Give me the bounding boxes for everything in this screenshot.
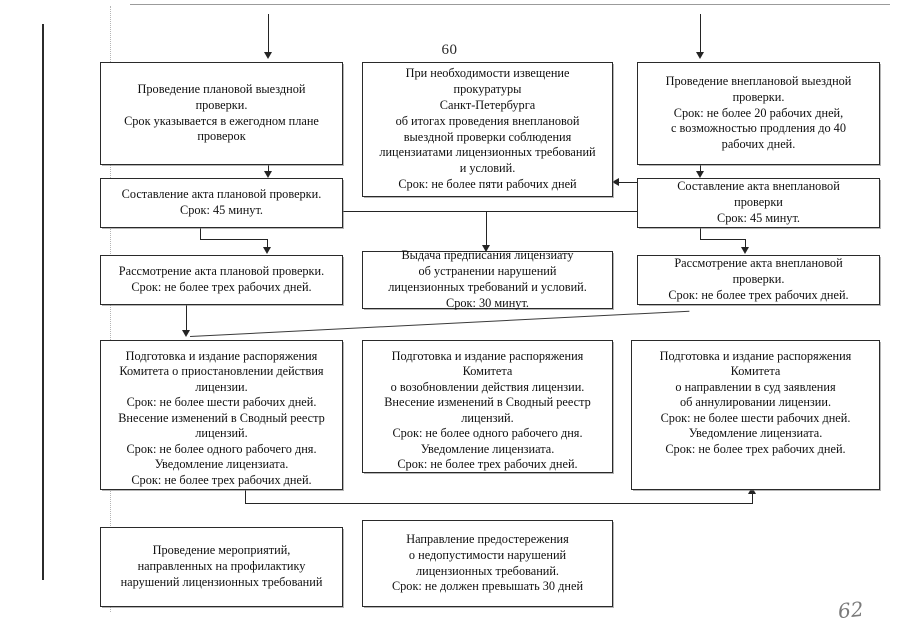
node-prosecutor-notice-text: При необходимости извещение прокуратуры … xyxy=(379,65,596,192)
edge-unplanned-review-to-suspension xyxy=(190,310,690,338)
edge-planned-act-to-review xyxy=(267,239,269,249)
node-license-resumption[interactable]: Подготовка и издание распоряжения Комите… xyxy=(362,340,613,473)
node-license-suspension-text: Подготовка и издание распоряжения Комите… xyxy=(118,349,325,487)
arrowhead-annulment-icon xyxy=(748,487,756,494)
node-warning-notice[interactable]: Направление предостережения о недопустим… xyxy=(362,520,613,607)
edge-suspension-drop xyxy=(245,490,247,504)
edge-unplanned-act-drop xyxy=(700,228,702,240)
edge-entry-right xyxy=(700,14,702,54)
edge-act-to-prosecutor xyxy=(619,182,638,184)
node-unplanned-inspection-text: Проведение внеплановой выездной проверки… xyxy=(665,73,852,152)
edge-unplanned-to-act xyxy=(700,165,702,173)
arrowhead-act-to-prosecutor-icon xyxy=(612,178,619,186)
node-license-suspension[interactable]: Подготовка и издание распоряжения Комите… xyxy=(100,340,343,490)
edge-unplanned-act-elbow xyxy=(700,239,746,241)
node-planned-act-drafting-text: Составление акта плановой проверки. Срок… xyxy=(121,187,322,217)
node-planned-act-review-text: Рассмотрение акта плановой проверки. Сро… xyxy=(118,264,325,294)
arrowhead-entry-left-icon xyxy=(264,52,272,59)
scan-margin-line xyxy=(42,24,44,580)
node-planned-inspection-text: Проведение плановой выездной проверки. С… xyxy=(124,81,319,144)
node-prevention-measures-text: Проведение мероприятий, направленных на … xyxy=(120,543,323,589)
node-license-annulment-text: Подготовка и издание распоряжения Комите… xyxy=(659,349,852,456)
arrowhead-suspension-icon xyxy=(182,330,190,337)
node-unplanned-act-review-text: Рассмотрение акта внеплановой проверки. … xyxy=(668,256,849,302)
arrowhead-bus-to-order-icon xyxy=(482,245,490,252)
edge-unplanned-act-to-review xyxy=(745,239,747,249)
page-number-value: 60 xyxy=(441,42,458,58)
node-license-annulment[interactable]: Подготовка и издание распоряжения Комите… xyxy=(631,340,880,490)
node-unplanned-inspection[interactable]: Проведение внеплановой выездной проверки… xyxy=(637,62,880,165)
node-order-issuance-text: Выдача предписания лицензиату об устране… xyxy=(388,248,587,310)
arrowhead-unplanned-review-icon xyxy=(741,247,749,254)
edge-bus-to-annulment xyxy=(752,494,754,504)
page-number: 60 xyxy=(0,42,905,59)
edge-suspension-bus xyxy=(245,503,753,505)
node-prevention-measures[interactable]: Проведение мероприятий, направленных на … xyxy=(100,527,343,607)
node-unplanned-act-drafting-text: Составление акта внеплановой проверки Ср… xyxy=(677,179,840,225)
edge-review-to-suspension xyxy=(186,305,188,332)
node-planned-act-drafting[interactable]: Составление акта плановой проверки. Срок… xyxy=(100,178,343,228)
edge-act-bus xyxy=(342,211,637,213)
scan-top-edge xyxy=(130,4,890,5)
handwritten-page-mark: 62 xyxy=(836,596,865,624)
arrowhead-entry-right-icon xyxy=(696,52,704,59)
node-planned-act-review[interactable]: Рассмотрение акта плановой проверки. Сро… xyxy=(100,255,343,305)
node-unplanned-act-review[interactable]: Рассмотрение акта внеплановой проверки. … xyxy=(637,255,880,305)
node-warning-notice-text: Направление предостережения о недопустим… xyxy=(391,531,584,594)
edge-planned-act-drop xyxy=(200,228,202,240)
node-order-issuance[interactable]: Выдача предписания лицензиату об устране… xyxy=(362,248,613,310)
edge-planned-act-elbow xyxy=(200,239,268,241)
arrowhead-planned-review-icon xyxy=(263,247,271,254)
scan-dotted-line xyxy=(110,6,111,612)
arrowhead-unplanned-to-act-icon xyxy=(696,171,704,178)
arrowhead-planned-to-act-icon xyxy=(264,171,272,178)
node-prosecutor-notice[interactable]: При необходимости извещение прокуратуры … xyxy=(362,62,613,197)
edge-bus-to-order xyxy=(486,211,488,247)
edge-entry-left xyxy=(268,14,270,54)
edge-planned-to-act xyxy=(268,165,270,173)
node-planned-inspection[interactable]: Проведение плановой выездной проверки. С… xyxy=(100,62,343,165)
node-license-resumption-text: Подготовка и издание распоряжения Комите… xyxy=(384,349,591,472)
node-unplanned-act-drafting[interactable]: Составление акта внеплановой проверки Ср… xyxy=(637,178,880,228)
